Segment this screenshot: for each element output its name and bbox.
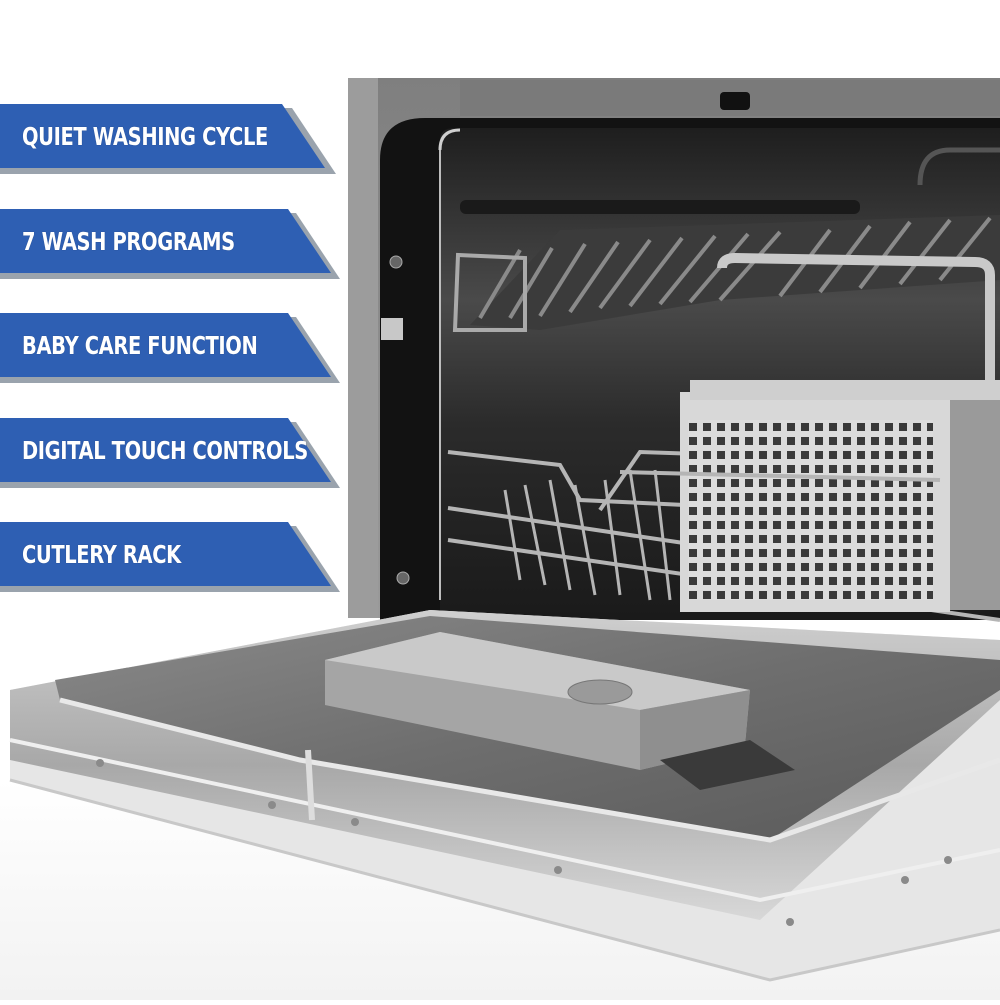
banner-shape [0,104,336,174]
upper-tray [452,215,1000,332]
feature-label: QUIET WASHING CYCLE [22,121,268,151]
detergent-dispenser [325,632,795,790]
cutlery-basket [619,252,1000,612]
banner-shape [0,522,340,592]
feature-label: CUTLERY RACK [22,539,181,569]
banner-shape [0,418,340,488]
feature-label: BABY CARE FUNCTION [22,330,258,360]
banner-shape [0,313,340,383]
banner-shape [0,209,340,279]
feature-label: DIGITAL TOUCH CONTROLS [22,435,308,465]
feature-label: 7 WASH PROGRAMS [22,226,235,256]
